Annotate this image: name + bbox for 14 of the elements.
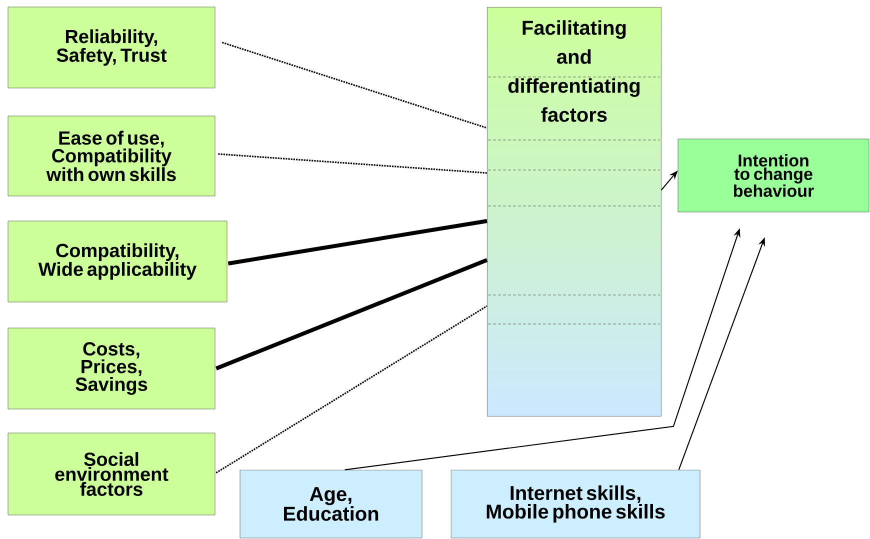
factor-box: Compatibility, Wide applicability bbox=[8, 220, 228, 302]
connector bbox=[228, 219, 488, 266]
outcome-box: Intention to change behaviour bbox=[678, 138, 870, 212]
factor-box: Reliability, Safety, Trust bbox=[8, 6, 216, 88]
connector bbox=[222, 42, 488, 129]
factor-box: Internet skills, Mobile phone skills bbox=[450, 470, 700, 538]
connector bbox=[216, 305, 488, 474]
factor-box: Costs, Prices, Savings bbox=[8, 328, 216, 410]
connector bbox=[215, 258, 488, 370]
factor-box: Social environment factors bbox=[8, 432, 216, 516]
connector bbox=[218, 153, 488, 174]
factors-column: Facilitating and differentiating factors bbox=[487, 7, 662, 416]
factor-box: Age, Education bbox=[240, 470, 422, 538]
factor-box: Ease of use, Compatibility with own skills bbox=[8, 116, 216, 196]
